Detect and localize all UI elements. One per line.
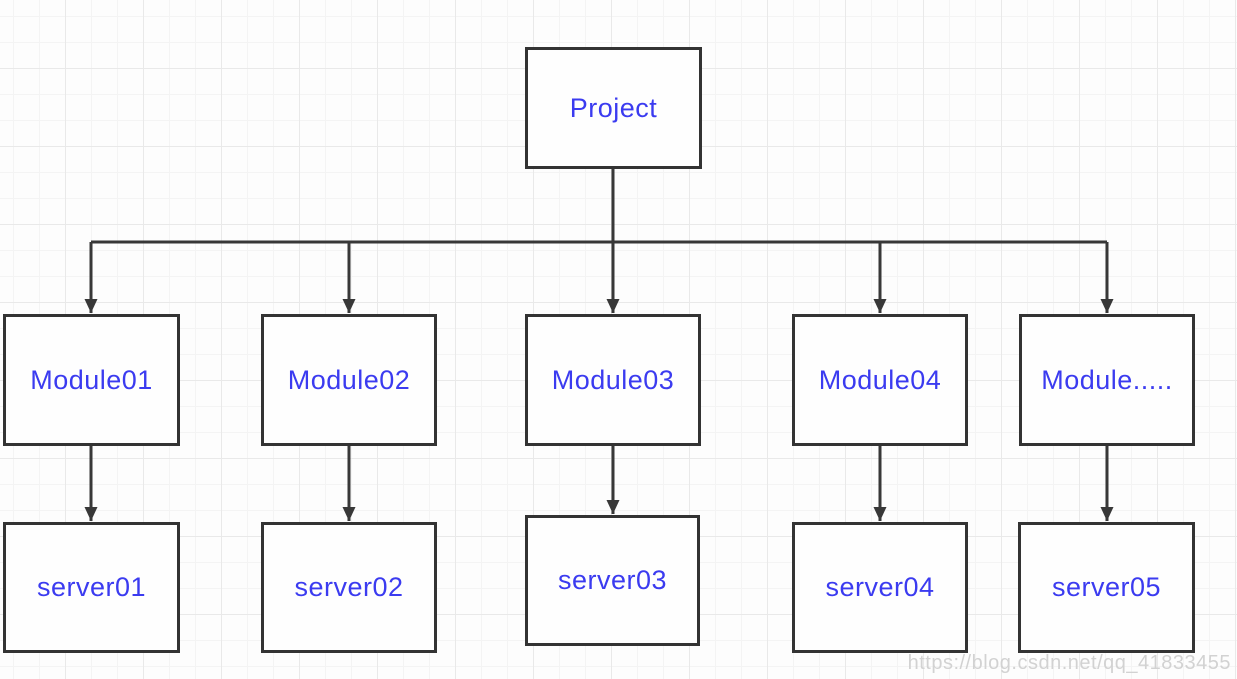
node-server-03: server03	[525, 515, 700, 646]
node-module-04-label: Module04	[818, 364, 942, 395]
node-server-04: server04	[792, 522, 968, 653]
node-server-02: server02	[261, 522, 437, 653]
node-module-etc: Module.....	[1019, 314, 1195, 446]
node-server-02-label: server02	[294, 572, 404, 602]
node-module-02-label: Module02	[287, 364, 411, 395]
node-server-01-label: server01	[36, 572, 147, 602]
node-module-etc-label: Module.....	[1041, 364, 1173, 395]
node-server-03-label: server03	[557, 565, 668, 595]
node-module-02: Module02	[261, 314, 437, 446]
node-module-04: Module04	[792, 314, 968, 446]
node-module-01-label: Module01	[30, 364, 153, 395]
csdn-watermark: https://blog.csdn.net/qq_41833455	[907, 652, 1231, 674]
node-module-03: Module03	[525, 314, 701, 446]
node-module-03-label: Module03	[551, 364, 675, 395]
node-project: Project	[525, 47, 702, 169]
node-server-04-label: server04	[825, 572, 935, 602]
node-server-05-label: server05	[1051, 572, 1162, 602]
node-server-05: server05	[1018, 522, 1195, 653]
node-server-01: server01	[3, 522, 180, 653]
node-project-label: Project	[569, 92, 658, 123]
node-module-01: Module01	[3, 314, 180, 446]
